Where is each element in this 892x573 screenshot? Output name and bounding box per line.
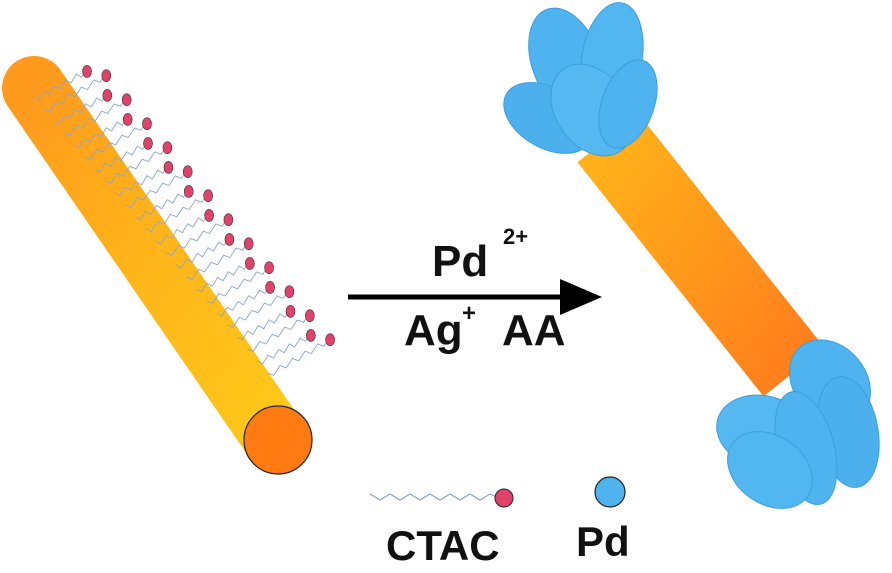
reagent-ag-charge: +	[462, 300, 476, 327]
ctac-tail	[165, 216, 229, 256]
ctac-head	[223, 213, 234, 226]
ctac-tail	[84, 120, 148, 160]
ctac-tail	[216, 284, 271, 317]
legend: CTAC Pd	[369, 476, 630, 569]
ctac-tail	[195, 260, 251, 293]
ctac-tail	[185, 240, 250, 280]
ctac-tail	[256, 332, 312, 365]
reagent-pd-charge: 2+	[503, 224, 528, 249]
ctac-head	[285, 305, 296, 318]
ctac-layer	[33, 65, 335, 376]
ctac-head	[304, 309, 315, 323]
pd-petal	[598, 59, 658, 149]
ctac-tail	[155, 212, 210, 245]
ctac-head	[143, 137, 153, 150]
reaction-arrow-head	[560, 279, 602, 315]
ctac-tail	[206, 264, 270, 304]
ctac-tail	[53, 92, 108, 125]
left-rod-end-cap	[243, 405, 313, 475]
left-rod-body	[2, 56, 306, 469]
ctac-head	[204, 209, 214, 222]
ctac-tail	[63, 96, 128, 136]
ctac-tail	[236, 308, 291, 341]
ctac-head	[122, 113, 133, 126]
ctac-tail	[134, 188, 190, 221]
ctac-tail	[246, 312, 311, 352]
ctac-head	[305, 329, 316, 342]
reagent-ag: Ag	[404, 306, 463, 355]
ctac-head	[284, 285, 295, 299]
ctac-head	[203, 189, 213, 202]
ctac-tail	[114, 164, 169, 197]
ctac-head	[121, 93, 132, 106]
pd-legend-icon	[594, 476, 626, 508]
ctac-head	[224, 233, 235, 246]
ctac-legend-label: CTAC	[386, 522, 500, 568]
reagent-pd: Pd	[432, 237, 488, 286]
ctac-legend-tail-icon	[369, 493, 499, 501]
ctac-tail	[94, 140, 149, 173]
ctac-head	[142, 117, 152, 130]
ctac-head	[82, 65, 92, 78]
ctac-tail	[226, 288, 290, 328]
right-nanorod	[577, 113, 825, 397]
ctac-head	[183, 185, 194, 198]
ctac-head	[325, 333, 335, 347]
pd-petal	[727, 431, 813, 509]
ctac-head	[243, 237, 254, 250]
ctac-head	[182, 165, 193, 178]
ctac-head	[265, 281, 275, 294]
left-nanorod	[2, 56, 313, 475]
right-rod-body	[577, 113, 825, 397]
pd-tip-bottom	[716, 339, 880, 509]
ctac-head	[102, 89, 113, 102]
ctac-tail	[73, 116, 129, 149]
ctac-head	[163, 161, 174, 174]
ctac-head	[245, 257, 255, 270]
ctac-head	[264, 261, 274, 275]
ctac-legend-head-icon	[494, 488, 514, 508]
ctac-tail	[175, 236, 230, 269]
ctac-tail	[145, 192, 209, 232]
reaction-arrow-group: Pd 2+ Ag + AA	[348, 224, 602, 355]
ctac-tail	[43, 72, 107, 112]
ctac-tail	[104, 144, 168, 184]
ctac-tail	[267, 336, 331, 376]
ctac-head	[101, 69, 112, 82]
ctac-tail	[33, 68, 88, 101]
reagent-aa: AA	[502, 306, 566, 355]
ctac-tail	[124, 168, 189, 208]
ctac-head	[162, 141, 173, 154]
pd-legend-label: Pd	[576, 518, 630, 565]
pd-tip-top	[503, 2, 658, 157]
